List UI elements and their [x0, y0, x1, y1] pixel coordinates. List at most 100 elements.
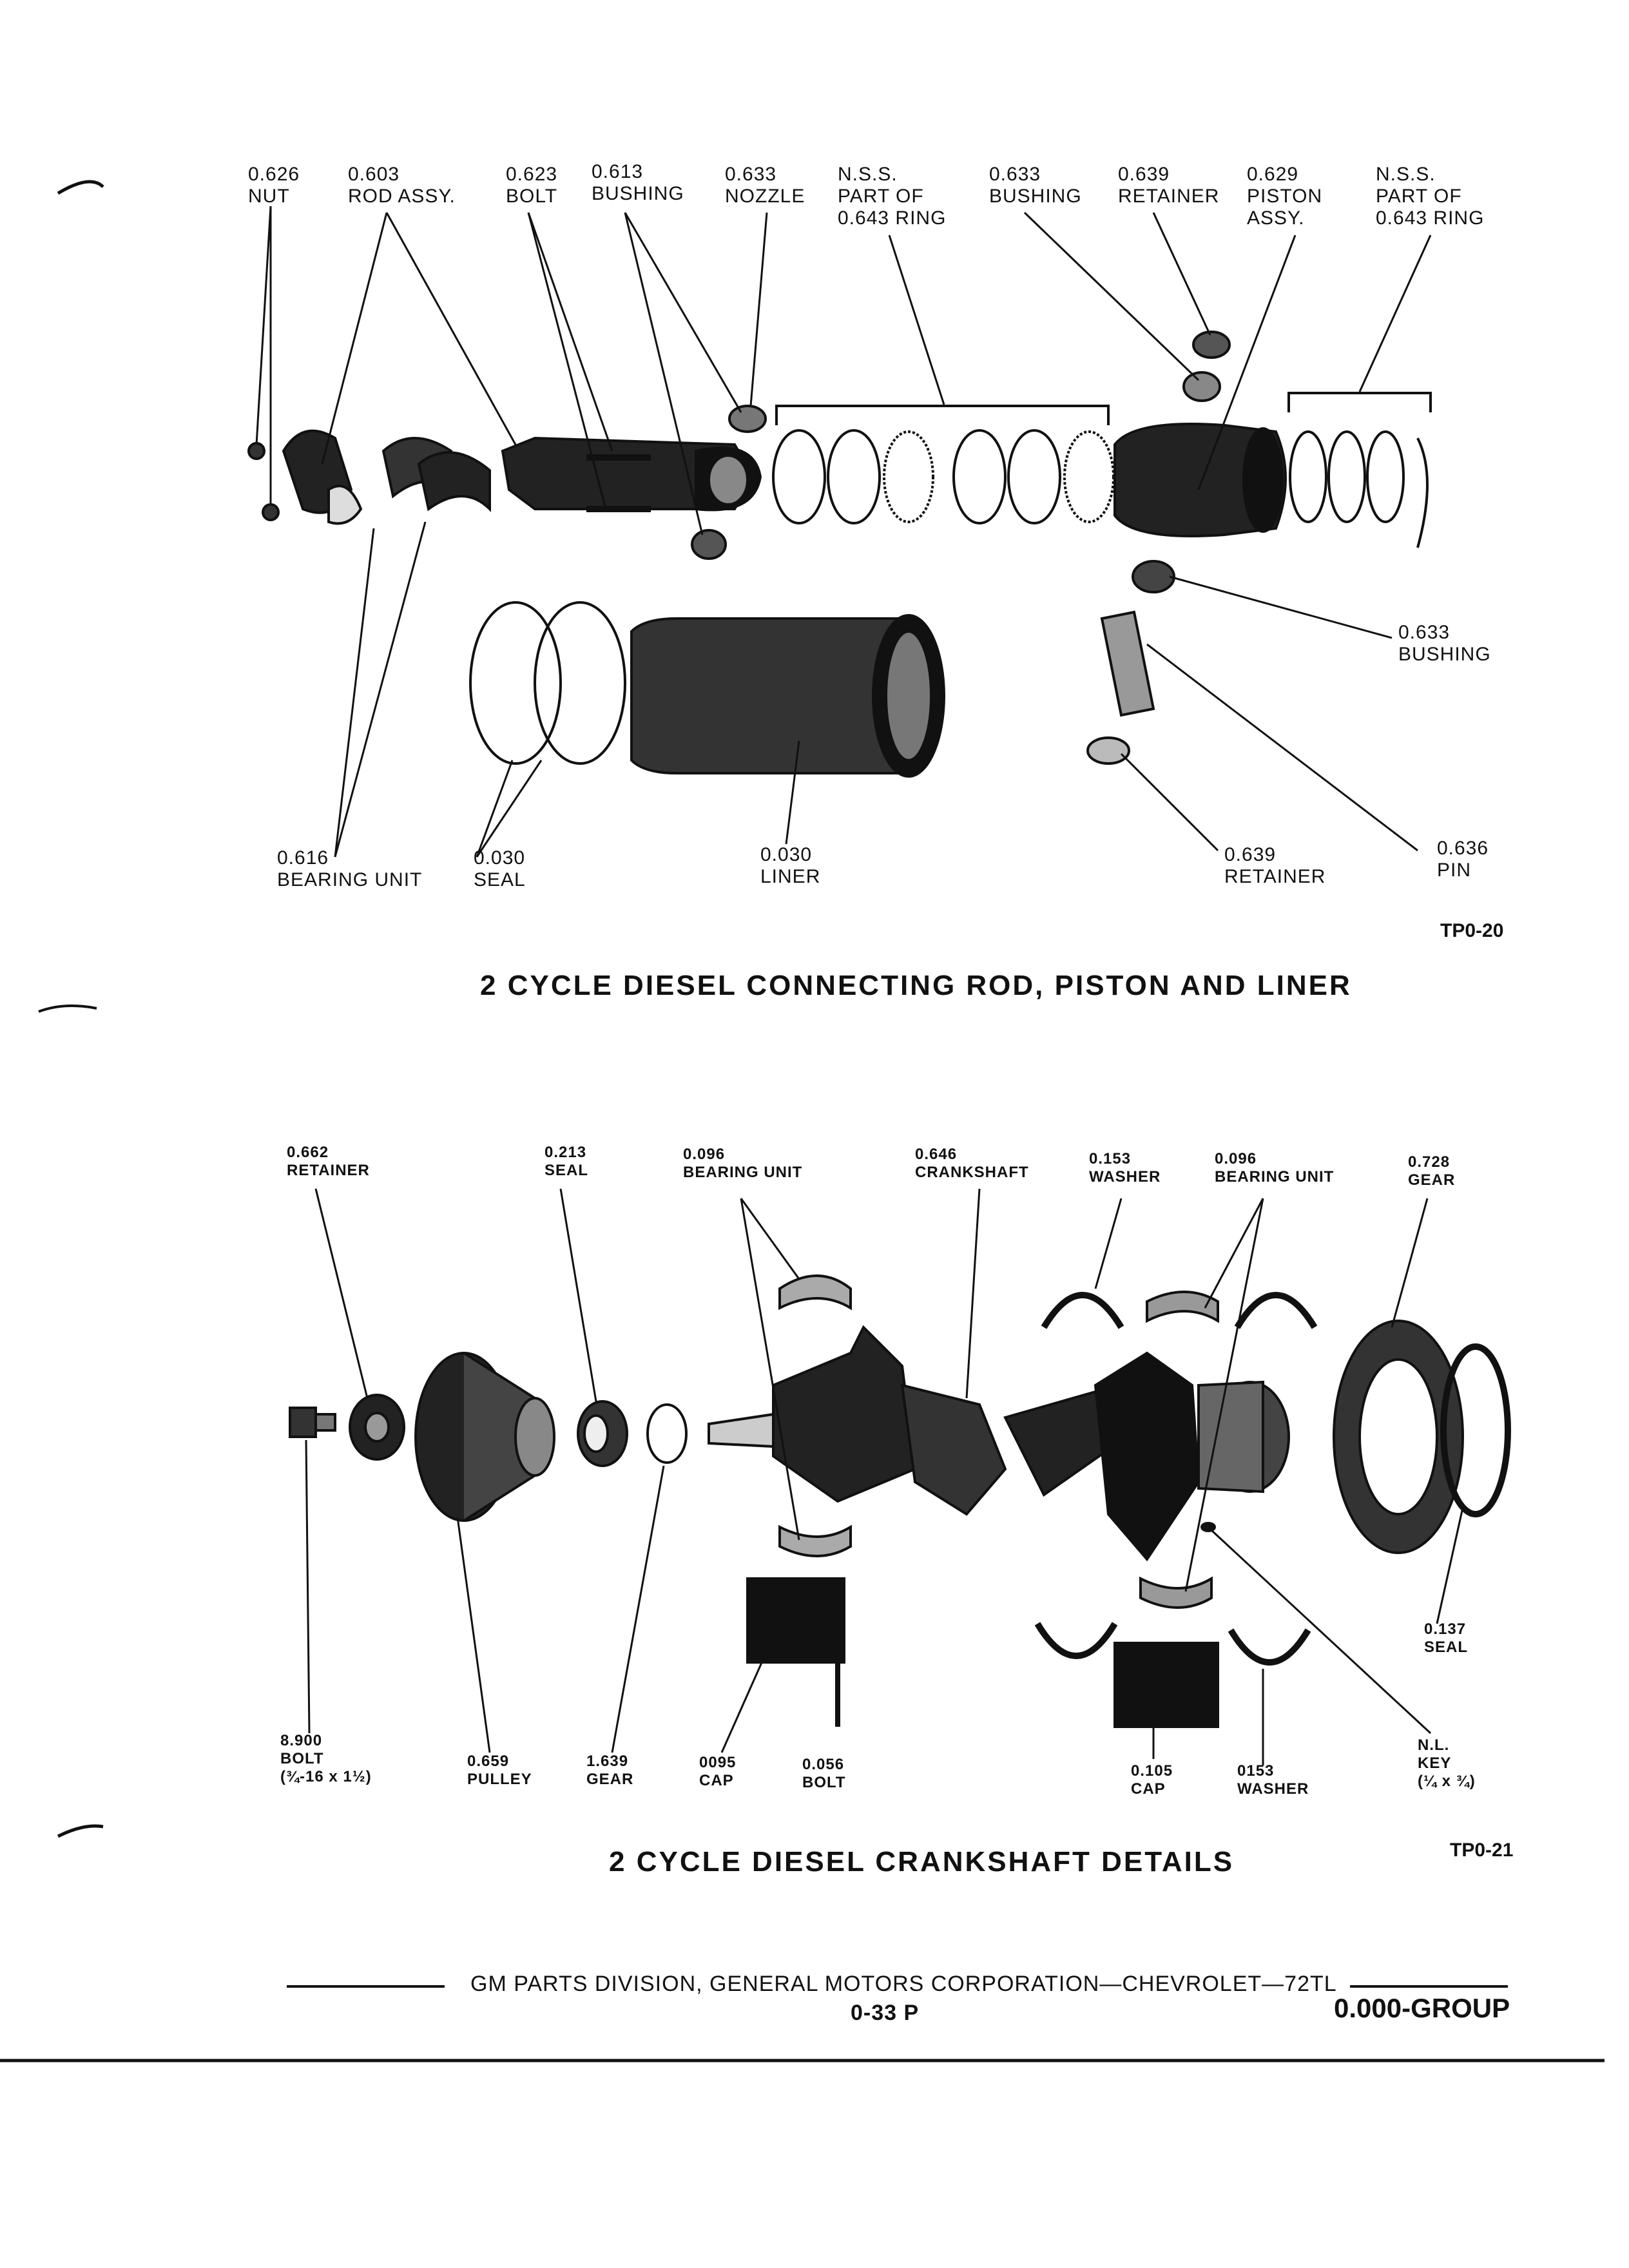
- part-name: CAP: [699, 1772, 734, 1789]
- figure-code: TP0-20: [1440, 920, 1504, 941]
- part-number: 0153: [1237, 1762, 1275, 1780]
- part-name: KEY: [1418, 1754, 1452, 1772]
- part-number: 0.633: [725, 164, 777, 185]
- figure-title: 2 CYCLE DIESEL CRANKSHAFT DETAILS: [609, 1846, 1235, 1878]
- part-number: 0.137: [1424, 1620, 1467, 1638]
- label-gear-2: 1.639 GEAR: [586, 1753, 633, 1789]
- part-name: LINER: [760, 866, 821, 887]
- part-name: RETAINER: [287, 1162, 370, 1179]
- label-piston-assy: 0.629 PISTON ASSY.: [1247, 164, 1322, 229]
- label-bearing-unit: 0.616 BEARING UNIT: [277, 847, 422, 891]
- part-name: SEAL: [545, 1162, 589, 1179]
- label-nozzle: 0.633 NOZZLE: [725, 164, 805, 207]
- label-nut: 0.626 NUT: [248, 164, 300, 207]
- label-bolt-2: 0.056 BOLT: [802, 1756, 846, 1792]
- label-seal-2: 0.137 SEAL: [1424, 1620, 1468, 1657]
- part-number: 0.662: [287, 1144, 329, 1161]
- footer-publisher: GM PARTS DIVISION, GENERAL MOTORS CORPOR…: [470, 1972, 1337, 1996]
- part-name: CRANKSHAFT: [915, 1164, 1029, 1181]
- part-number: 0.636: [1437, 838, 1489, 859]
- label-bolt: 0.623 BOLT: [506, 164, 557, 207]
- label-washer: 0.153 WASHER: [1089, 1150, 1161, 1186]
- part-name: PART OF: [838, 186, 924, 207]
- label-pulley: 0.659 PULLEY: [467, 1753, 532, 1789]
- label-bushing-2: 0.633 BUSHING: [989, 164, 1082, 207]
- label-liner: 0.030 LINER: [760, 844, 820, 888]
- part-name: BOLT: [506, 186, 558, 207]
- part-number: 0.096: [683, 1146, 726, 1163]
- part-number: 0.096: [1215, 1150, 1257, 1168]
- part-extra: ASSY.: [1247, 207, 1305, 229]
- part-name: RETAINER: [1224, 866, 1326, 887]
- label-bushing: 0.613 BUSHING: [592, 161, 684, 205]
- part-extra: 0.643 RING: [838, 207, 947, 229]
- part-name: SEAL: [1424, 1639, 1469, 1656]
- part-name: RETAINER: [1118, 186, 1220, 207]
- part-number: 0.639: [1224, 844, 1277, 865]
- part-number: 0.728: [1408, 1153, 1451, 1171]
- footer-page-number: 0-33 P: [851, 2001, 920, 2025]
- part-name: NOZZLE: [725, 186, 805, 207]
- part-name: BUSHING: [1398, 644, 1491, 665]
- part-name: GEAR: [586, 1771, 634, 1788]
- part-number: 0.633: [989, 164, 1041, 185]
- part-extra: (¾-16 x 1½): [280, 1768, 372, 1785]
- footer-group: 0.000-GROUP: [1334, 1993, 1510, 2023]
- part-name: PULLEY: [467, 1771, 532, 1788]
- part-name: BUSHING: [592, 183, 684, 204]
- label-cap-2: 0.105 CAP: [1131, 1762, 1173, 1798]
- part-name: CAP: [1131, 1780, 1166, 1798]
- part-name: SEAL: [474, 869, 526, 890]
- label-crankshaft: 0.646 CRANKSHAFT: [915, 1146, 1029, 1182]
- label-rod-assy: 0.603 ROD ASSY.: [348, 164, 456, 207]
- label-key: N.L. KEY (¼ x ¾): [1418, 1736, 1476, 1791]
- part-number: 0.639: [1118, 164, 1170, 185]
- label-nss-ring-2: N.S.S. PART OF 0.643 RING: [1376, 164, 1484, 229]
- part-number: 0.623: [506, 164, 558, 185]
- part-number: 0.629: [1247, 164, 1299, 185]
- label-gear: 0.728 GEAR: [1408, 1153, 1455, 1189]
- part-name: PART OF: [1376, 186, 1462, 207]
- part-number: 0.030: [474, 847, 526, 869]
- part-number: 0.153: [1089, 1150, 1132, 1168]
- part-number: 0.030: [760, 844, 813, 865]
- label-nss-ring-1: N.S.S. PART OF 0.643 RING: [838, 164, 946, 229]
- part-number: 0.626: [248, 164, 300, 185]
- part-number: N.L.: [1418, 1736, 1450, 1754]
- label-retainer-2: 0.639 RETAINER: [1224, 844, 1325, 888]
- part-number: 0095: [699, 1754, 737, 1771]
- label-pin: 0.636 PIN: [1437, 838, 1489, 881]
- label-bearing-unit-2: 0.096 BEARING UNIT: [1215, 1150, 1334, 1186]
- part-name: PIN: [1437, 860, 1472, 881]
- part-name: ROD ASSY.: [348, 186, 456, 207]
- part-name: GEAR: [1408, 1171, 1456, 1189]
- label-cap: 0095 CAP: [699, 1754, 736, 1790]
- part-number: 0.616: [277, 847, 329, 869]
- part-number: 8.900: [280, 1732, 323, 1749]
- label-washer-2: 0153 WASHER: [1237, 1762, 1309, 1798]
- part-name: BEARING UNIT: [683, 1164, 803, 1181]
- part-name: BOLT: [802, 1774, 846, 1791]
- label-seal: 0.213 SEAL: [545, 1144, 588, 1180]
- label-retainer: 0.662 RETAINER: [287, 1144, 370, 1180]
- part-number: 0.613: [592, 161, 644, 182]
- figure-title: 2 CYCLE DIESEL CONNECTING ROD, PISTON AN…: [480, 970, 1352, 1001]
- part-number: 0.056: [802, 1756, 845, 1773]
- label-bushing-3: 0.633 BUSHING: [1398, 622, 1491, 666]
- part-name: BEARING UNIT: [277, 869, 423, 890]
- part-name: BUSHING: [989, 186, 1082, 207]
- part-extra: 0.643 RING: [1376, 207, 1485, 229]
- part-number: 0.105: [1131, 1762, 1173, 1780]
- part-number: 0.659: [467, 1753, 510, 1770]
- part-number: 0.633: [1398, 622, 1451, 643]
- part-number: N.S.S.: [838, 164, 898, 185]
- figure-code: TP0-21: [1450, 1840, 1514, 1861]
- part-number: 0.213: [545, 1144, 587, 1161]
- part-name: WASHER: [1237, 1780, 1309, 1798]
- part-name: NUT: [248, 186, 290, 207]
- part-name: BOLT: [280, 1750, 324, 1767]
- part-number: N.S.S.: [1376, 164, 1436, 185]
- part-extra: (¼ x ¾): [1418, 1773, 1476, 1790]
- label-retainer: 0.639 RETAINER: [1118, 164, 1219, 207]
